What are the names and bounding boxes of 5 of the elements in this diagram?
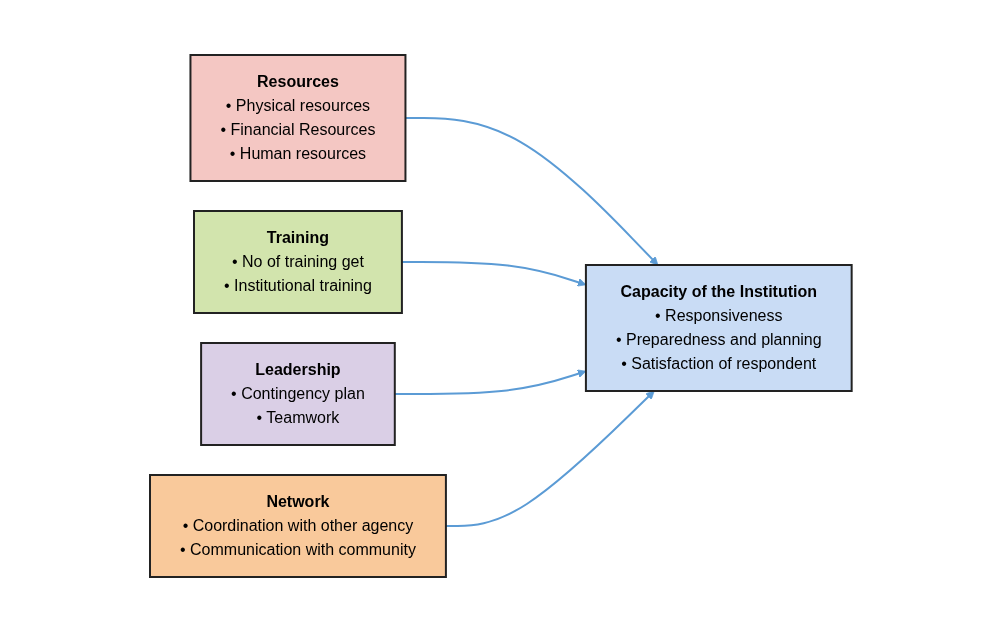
node-box: Training • No of training get • Institutional training (193, 210, 404, 314)
node-box: Network • Coordination with other agency • Communication with community (149, 474, 448, 578)
node-box: Resources • Physical resources • Financial Resources • Human resources (189, 54, 407, 182)
node-box: Leadership • Contingency plan • Teamwork (200, 342, 396, 446)
node-box: Capacity of the Institution • Responsiveness • Preparedness and planning • Satisfaction of respondent (585, 264, 853, 392)
